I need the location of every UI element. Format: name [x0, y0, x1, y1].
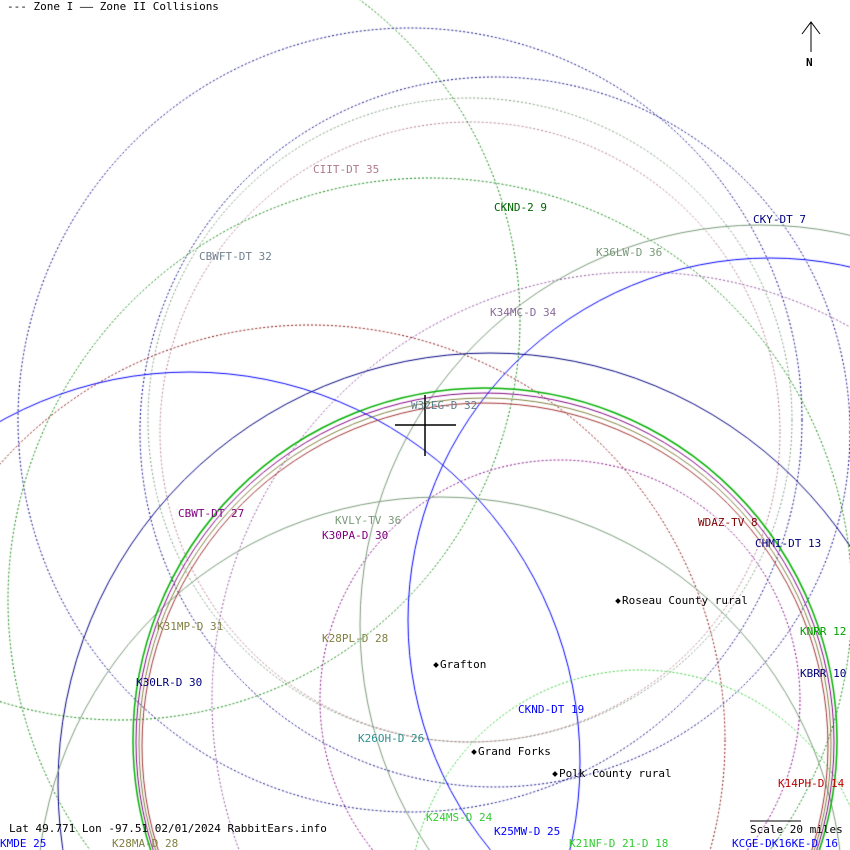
legend-zone2: —— Zone II Collisions — [79, 0, 219, 13]
station-label[interactable]: CHMI-DT 13 — [755, 537, 822, 550]
station-label[interactable]: K30PA-D 30 — [322, 529, 389, 542]
city-marker[interactable]: Grafton — [433, 659, 486, 671]
legend: --- Zone I —— Zone II Collisions — [7, 1, 219, 13]
station-label[interactable]: KMDE 25 — [0, 837, 47, 850]
station-label[interactable]: K30LR-D 30 — [136, 676, 203, 689]
city-marker[interactable]: Roseau County rural — [615, 595, 748, 607]
station-label[interactable]: CKY-DT 7 — [753, 213, 806, 226]
station-label[interactable]: K36LW-D 36 — [596, 246, 663, 259]
station-label[interactable]: K26OH-D 26 — [358, 732, 425, 745]
city-dot-icon — [433, 662, 439, 668]
city-marker[interactable]: Polk County rural — [552, 768, 672, 780]
station-label[interactable]: K25MW-D 25 — [494, 825, 561, 838]
city-dot-icon — [615, 598, 621, 604]
scale-label: Scale 20 miles — [750, 823, 843, 836]
station-label[interactable]: CBWT-DT 27 — [178, 507, 245, 520]
city-dot-icon — [552, 771, 558, 777]
station-label[interactable]: CKND-DT 19 — [518, 703, 585, 716]
station-label[interactable]: KVLY-TV 36 — [335, 514, 402, 527]
station-label[interactable]: K21NF-D 21-D 18 — [569, 837, 669, 850]
station-label[interactable]: K34MC-D 34 — [490, 306, 557, 319]
station-label[interactable]: W32EG-D 32 — [411, 399, 478, 412]
station-label[interactable]: KBRR 10 — [800, 667, 847, 680]
legend-zone1: --- Zone I — [7, 0, 74, 13]
footer-coordinates: Lat 49.771 Lon -97.51 02/01/2024 RabbitE… — [9, 822, 327, 835]
station-label[interactable]: KCGE-DK16KE-D 16 — [732, 837, 838, 850]
city-marker[interactable]: Grand Forks — [471, 746, 551, 758]
station-label[interactable]: CBWFT-DT 32 — [199, 250, 272, 263]
station-label[interactable]: CIIT-DT 35 — [313, 163, 380, 176]
north-label: N — [806, 56, 813, 69]
north-arrow-icon — [801, 21, 821, 52]
city-dot-icon — [471, 749, 477, 755]
station-label[interactable]: KNRR 12 — [800, 625, 847, 638]
station-label[interactable]: K24MS-D 24 — [426, 811, 493, 824]
station-label[interactable]: CKND-2 9 — [494, 201, 547, 214]
station-label[interactable]: K31MP-D 31 — [157, 620, 224, 633]
station-label[interactable]: WDAZ-TV 8 — [698, 516, 758, 529]
station-label[interactable]: K28MA-D 28 — [112, 837, 179, 850]
station-label[interactable]: K14PH-D 14 — [778, 777, 845, 790]
station-label[interactable]: K28PL-D 28 — [322, 632, 389, 645]
